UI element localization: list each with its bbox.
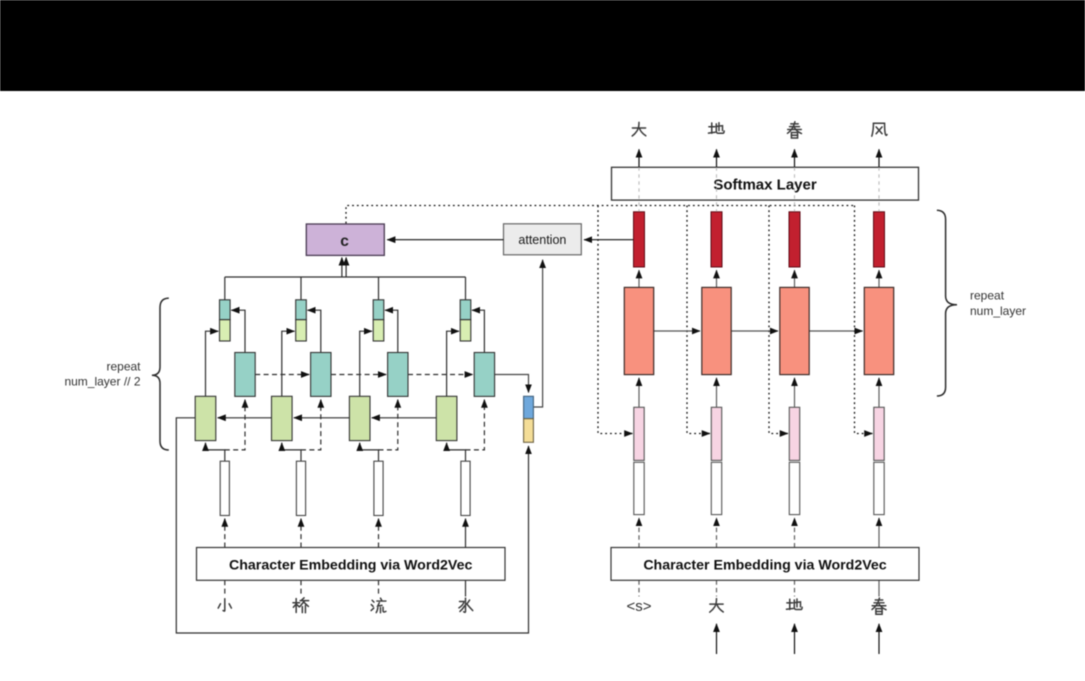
svg-text:Character Embedding via Word2V: Character Embedding via Word2Vec: [643, 558, 886, 574]
svg-text:Softmax Layer: Softmax Layer: [713, 176, 817, 193]
svg-text:c: c: [340, 233, 349, 250]
svg-text:<s>: <s>: [626, 598, 651, 615]
svg-text:repeat: repeat: [970, 289, 1005, 303]
svg-text:num_layer: num_layer: [970, 304, 1026, 318]
svg-text:attention: attention: [518, 233, 566, 247]
svg-text:Character Embedding via Word2V: Character Embedding via Word2Vec: [229, 558, 472, 574]
svg-text:num_layer // 2: num_layer // 2: [64, 374, 140, 388]
svg-text:repeat: repeat: [106, 359, 141, 373]
